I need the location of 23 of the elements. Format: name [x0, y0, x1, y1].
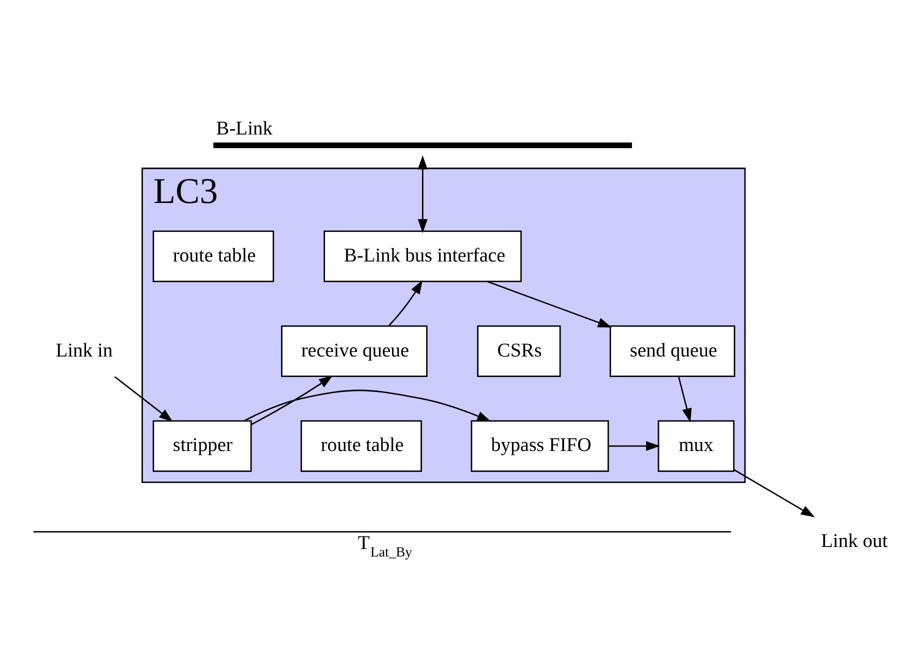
node-label: B-Link [216, 118, 273, 139]
arrow [734, 468, 815, 517]
arrow [250, 375, 333, 425]
node-box: route table [152, 230, 274, 282]
node-box [213, 142, 632, 148]
arrow [114, 376, 173, 422]
node-text: Link in [56, 340, 113, 361]
node-box: B-Link bus interface [324, 230, 522, 282]
node-box: route table [300, 420, 422, 472]
arrow [418, 154, 428, 233]
node-box: send queue [610, 324, 736, 376]
node-box: receive queue [281, 324, 428, 376]
arrow [244, 389, 492, 422]
arrow [678, 376, 692, 422]
arrow [388, 280, 423, 326]
node-box: CSRs [477, 324, 561, 376]
node-box: mux [658, 420, 735, 472]
node-box: bypass FIFO [470, 420, 609, 472]
node-text: Link out [821, 530, 888, 552]
arrow [487, 280, 612, 327]
arrow [608, 440, 660, 450]
node-box: stripper [152, 420, 252, 472]
label: T$_{Lat_By}$ [358, 532, 412, 560]
